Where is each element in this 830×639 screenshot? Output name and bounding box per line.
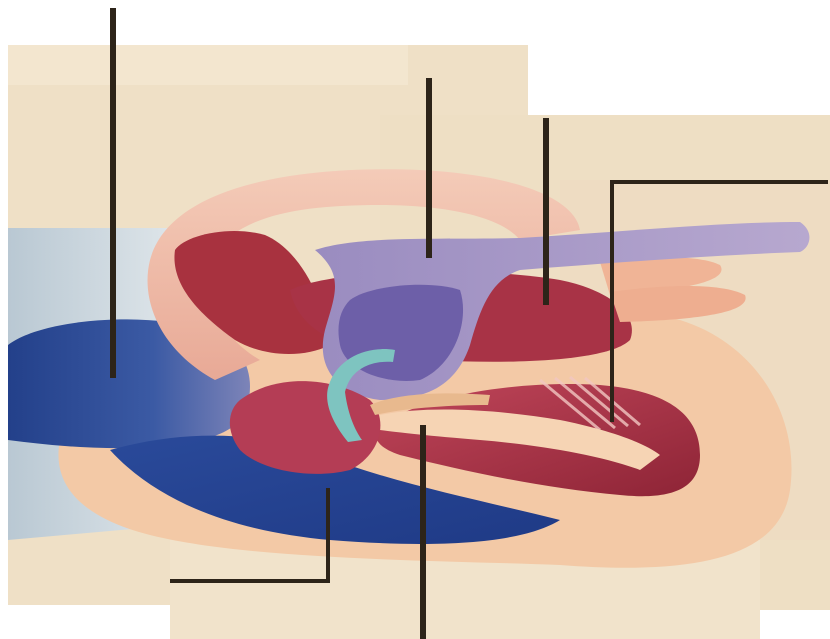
heart-diagram-stage <box>0 0 830 639</box>
heart-cross-section-diagram <box>0 0 830 639</box>
